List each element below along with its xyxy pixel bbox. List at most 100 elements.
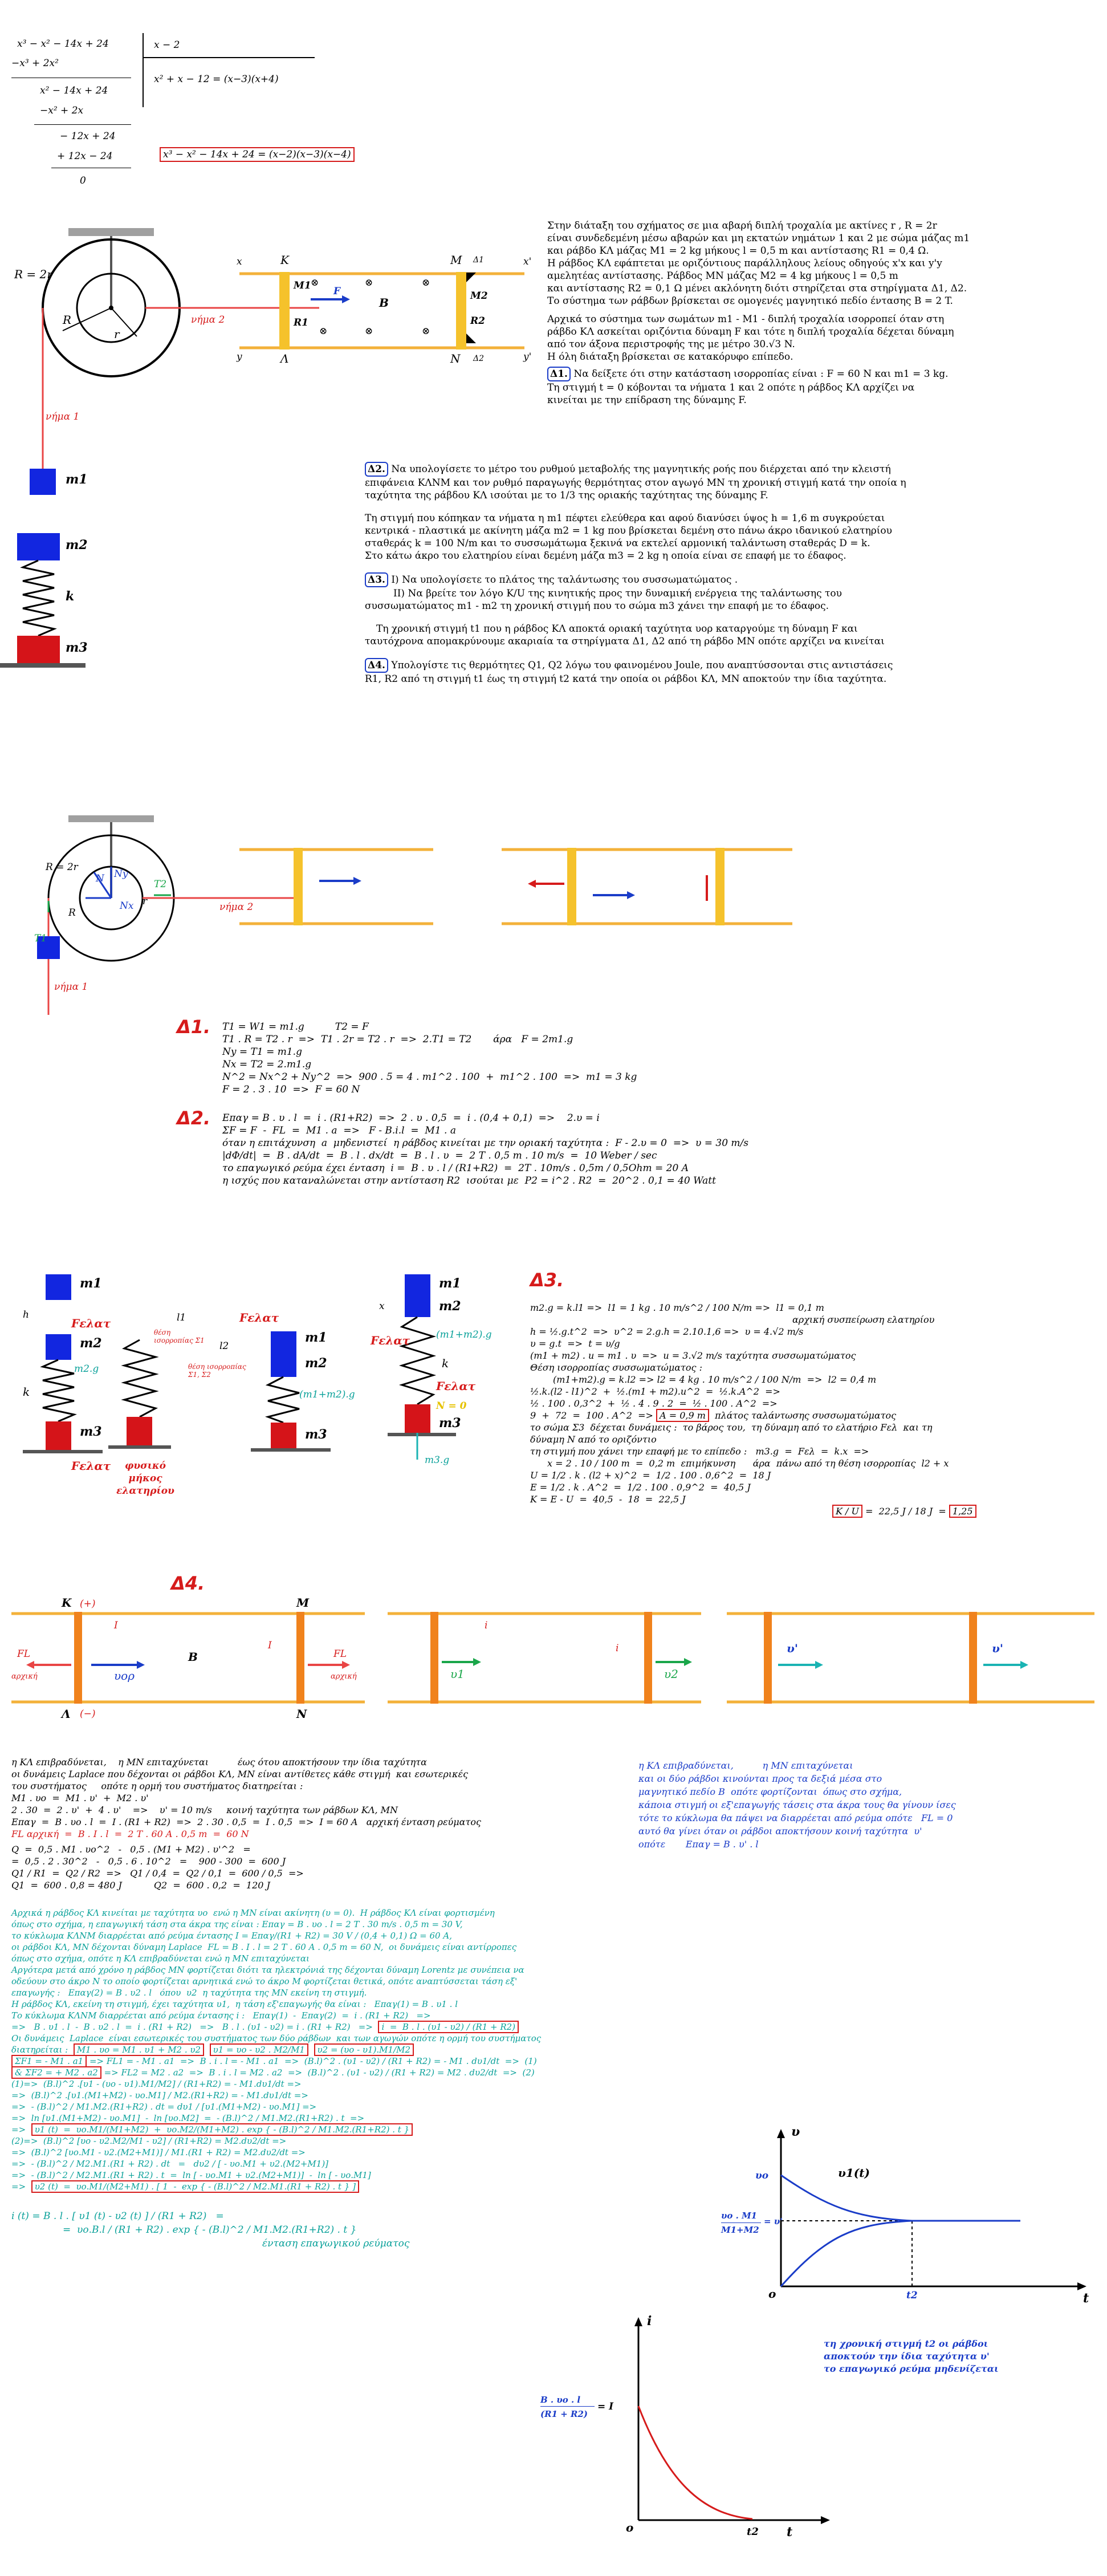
current-line: ένταση επαγωγικού ρεύματος: [262, 2238, 410, 2249]
polynomial-division: x³ − x² − 14x + 24 −x³ + 2x² x² − 14x + …: [11, 33, 445, 187]
current-line: = υο.B.l / (R1 + R2) . exp { - (B.l)^2 /…: [63, 2224, 357, 2236]
sol4-green-line: => (B.l)^2 [υο.M1 - υ2.(M2+M1)] / M1.(R1…: [11, 2147, 306, 2157]
solution-d4-derivation: Αρχικά η ράβδος ΚΛ κινείται με ταχύτητα …: [11, 1907, 673, 2250]
sol4-green-line: οδεύουν στο άκρο N το οποίο φορτίζεται α…: [11, 1976, 518, 1986]
label-v2: υ2: [664, 1667, 678, 1681]
v2-eq: υ2 = (υο - υ1).M1/M2: [314, 2043, 414, 2056]
sol4-right-line: και οι δύο ράβδοι κινούνται προς τα δεξι…: [638, 1773, 882, 1784]
sol4-line: του συστήματος οπότε η ορμή του συστήματ…: [11, 1781, 303, 1791]
sol4-green-line: => υ1 (t) = υο.M1/(M1+M2) + υο.M2/(M1+M2…: [11, 2123, 673, 2136]
label-m2: m2: [66, 538, 88, 552]
sol4-step: => FL1 = - M1 . a1 => B . i . l = - M1 .…: [89, 2056, 537, 2066]
sol3-line: m2.g = k.l1 => l1 = 1 kg . 10 m/s^2 / 10…: [530, 1302, 824, 1313]
q1-tag: Δ1.: [547, 367, 571, 381]
label-yp: y': [523, 351, 532, 363]
graph2-note: τη χρονική στιγμή t2 οι ράβδοι αποκτούν …: [824, 2338, 999, 2375]
sol3-tag: Δ3.: [530, 1269, 564, 1291]
label-vp: υ': [787, 1642, 798, 1655]
ratio-result: 1,25: [949, 1505, 976, 1518]
label-k: k: [442, 1356, 449, 1370]
sol4-green-line: Αργότερα μετά από χρόνο η ράβδος MN φορτ…: [11, 1965, 524, 1975]
sol2-tag: Δ2.: [177, 1107, 211, 1129]
graph2-t2: t2: [747, 2526, 759, 2538]
label-R2: R2: [470, 315, 485, 327]
label-l2: l2: [219, 1340, 229, 1352]
solution-d4-right: η ΚΛ επιβραδύνεται, η MN επιταχύνεται κα…: [638, 1759, 1094, 1851]
sol4-green-line: Το κύκλωμα ΚΛΝΜ διαρρέεται από ρεύμα έντ…: [11, 2010, 431, 2021]
amplitude-result: A = 0,9 m: [656, 1409, 709, 1422]
v1-eq: υ1 = υο - υ2 . M2/M1: [209, 2043, 308, 2056]
sol4-line: Q1 = 600 . 0,8 = 480 J Q2 = 600 . 0,2 = …: [11, 1880, 270, 1891]
solution-d4-left: η ΚΛ επιβραδύνεται, η MN επιταχύνεται έω…: [11, 1756, 638, 1891]
q4-tag: Δ4.: [365, 658, 388, 673]
question-2: Δ2. Να υπολογίσετε το μέτρο του ρυθμού μ…: [365, 462, 1100, 477]
sol4-green-line: & ΣF2 = + M2 . a2 => FL2 = M2 . a2 => B …: [11, 2066, 673, 2079]
text-line: Στο κάτω άκρο του ελατηρίου είναι δεμένη…: [365, 550, 846, 562]
label-R2r: R = 2r: [46, 862, 78, 873]
sol3-line: ½.k.(l2 - l1)^2 + ½.(m1 + m2).u^2 = ½.k.…: [530, 1386, 780, 1397]
label-T1: T1: [34, 933, 47, 944]
sol2-line: |dΦ/dt| = B . dA/dt = B . l . dx/dt = B …: [222, 1150, 657, 1161]
sol3-line: K = E - U = 40,5 - 18 = 22,5 J: [530, 1494, 686, 1505]
sol3-step: 9 + 72 = 100 . A^2 =>: [530, 1410, 653, 1421]
q1-text: Να δείξετε ότι στην κατάσταση ισορροπίας…: [573, 368, 949, 380]
mass-m2: [17, 533, 60, 560]
label-r: r: [143, 896, 148, 907]
text-line: R1, R2 από τη στιγμή t1 έως τη στιγμή t2…: [365, 673, 887, 685]
field-symbol: ⊗: [422, 277, 430, 289]
sol4-green-line: Αρχικά η ράβδος ΚΛ κινείται με ταχύτητα …: [11, 1908, 495, 1918]
sol4-green-line: οι ράβδοι ΚΛ, MN δέχονται δύναμη Laplace…: [11, 1942, 517, 1952]
label-m12g: (m1+m2).g: [299, 1389, 355, 1400]
sol1-line: Ny = T1 = m1.g: [222, 1046, 302, 1058]
sol4-line: η ΚΛ επιβραδύνεται, η MN επιταχύνεται έω…: [11, 1757, 427, 1768]
graph2-i0-num: B . υο . l: [540, 2395, 581, 2405]
label-x: x: [379, 1301, 385, 1312]
v1-result: υ1 (t) = υο.M1/(M1+M2) + υο.M2/(M1+M2) .…: [31, 2123, 413, 2136]
label-FL: FL: [17, 1648, 31, 1660]
note-line: το επαγωγικό ρεύμα μηδενίζεται: [824, 2363, 999, 2374]
q2-tag: Δ2.: [365, 462, 388, 477]
sol2-line: ΣF = F - FL = M1 . a => F - B.i.l = M1 .…: [222, 1125, 456, 1136]
text-line: ταυτόχρονα απομακρύνουμε ακαριαία τα στη…: [365, 636, 885, 647]
sol4-line: Q = 0,5 . M1 . υο^2 - 0,5 . (M1 + M2) . …: [11, 1844, 251, 1855]
sol2-line: όταν η επιτάχυνση a μηδενιστεί η ράβδος …: [222, 1137, 748, 1149]
label-M: M: [296, 1596, 310, 1610]
sol4-green-line: (2)=> (B.l)^2 [υο - υ2.M2/M1 - υ2] / (R1…: [11, 2136, 287, 2146]
label-K: K: [62, 1596, 72, 1610]
label-m1: m1: [80, 1276, 102, 1291]
sol4-green-line: Η ράβδος ΚΛ, εκείνη τη στιγμή, έχει ταχύ…: [11, 1999, 458, 2009]
division-step: −x³ + 2x²: [11, 58, 59, 69]
sol4-green-line: όπως στο σχήμα, η επαγωγική τάση στα άκρ…: [11, 1919, 463, 1929]
sol4-line: = 0,5 . 2 . 30^2 - 0,5 . 6 . 10^2 = 900 …: [11, 1856, 286, 1867]
sol4-line: Επαγ = B . υο . l = I . (R1 + R2) => 2 .…: [11, 1817, 481, 1827]
sol4-green-line: Οι δυνάμεις Laplace είναι εσωτερικές του…: [11, 2033, 542, 2043]
sol3-line: δύναμη N από το οριζόντιο: [530, 1434, 657, 1445]
current-graph-labels: i t o B . υο . l (R1 + R2) = I t2 τη χρο…: [536, 2315, 1094, 2560]
q3-tag: Δ3.: [365, 572, 388, 587]
label-R1: R1: [294, 317, 308, 328]
sol3-line: 9 + 72 = 100 . A^2 => A = 0,9 m πλάτος τ…: [530, 1409, 976, 1422]
sol1-line: Nx = T2 = 2.m1.g: [222, 1059, 312, 1070]
text-line: Τη χρονική στιγμή t1 που η ράβδος ΚΛ απο…: [376, 623, 858, 635]
text-line: Το σύστημα των ράβδων βρίσκεται σε ομογε…: [547, 295, 953, 307]
sol1-line: F = 2 . 3 . 10 => F = 60 N: [222, 1084, 360, 1095]
label-R: R: [68, 907, 76, 919]
fig4-labels: K (+) Λ (−) M N FL αρχική υορ B I I FL α…: [0, 1596, 1107, 1739]
text-line: επιφάνεια ΚΛΝΜ και τον ρυθμό παραγωγής θ…: [365, 477, 906, 489]
label-L: Λ: [280, 352, 289, 365]
label-y: y: [237, 351, 242, 363]
text-line: και ράβδο ΚΛ μάζας M1 = 2 kg μήκους l = …: [547, 245, 929, 257]
division-divisor: x − 2: [154, 39, 180, 51]
graph1-asym-num: υο . M1: [721, 2211, 758, 2221]
label-m2g: m2.g: [74, 1363, 99, 1375]
division-step: − 12x + 24: [60, 131, 116, 142]
sol4-line: οι δυνάμεις Laplace που δέχονται οι ράβδ…: [11, 1769, 469, 1779]
text-line: Αρχικά το σύστημα των σωμάτων m1 - M1 - …: [547, 314, 945, 325]
label-m3: m3: [439, 1416, 461, 1431]
division-rule: [34, 124, 131, 125]
figure-4: [11, 1612, 1094, 1704]
label-Felat: Fελατ: [239, 1311, 279, 1324]
label-F: F: [333, 286, 341, 297]
label-m3: m3: [80, 1424, 102, 1439]
figure-2: [37, 815, 792, 1015]
